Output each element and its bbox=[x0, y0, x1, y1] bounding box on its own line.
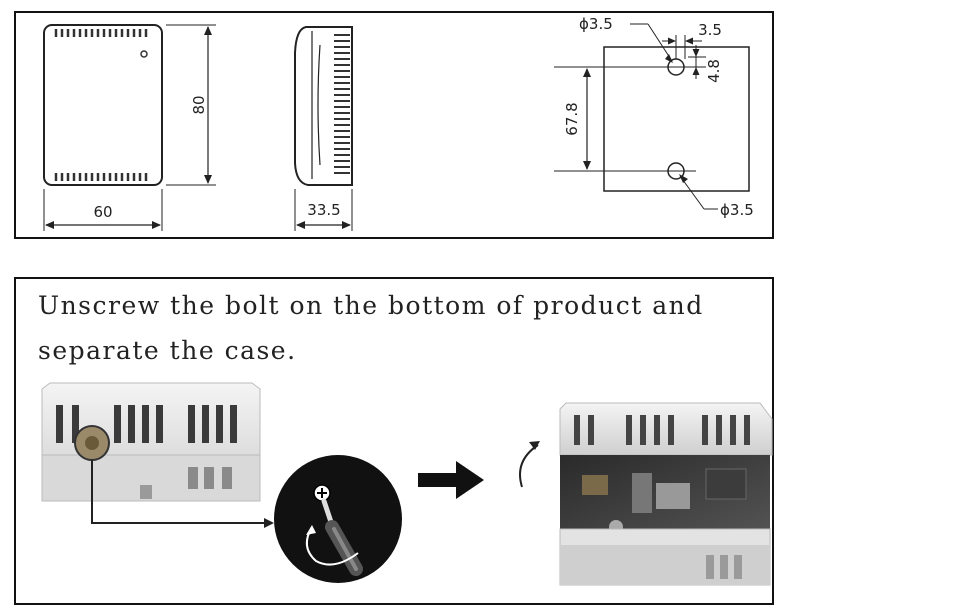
rotate-arrow-icon bbox=[519, 444, 539, 488]
top-vents bbox=[54, 29, 148, 37]
hole-diameter-bottom-label: ϕ3.5 bbox=[720, 201, 754, 219]
hole-offset-x-label: 3.5 bbox=[698, 21, 722, 39]
closed-device-image bbox=[41, 382, 274, 528]
instruction-panel: Unscrew the bolt on the bottom of produc… bbox=[14, 277, 774, 605]
disassembly-illustration bbox=[41, 382, 773, 586]
side-depth-label: 33.5 bbox=[307, 201, 340, 219]
dimension-drawing-panel: 80 60 bbox=[14, 11, 774, 239]
front-width-label: 60 bbox=[93, 203, 112, 221]
hole-diameter-top-label: ϕ3.5 bbox=[579, 15, 613, 33]
mounting-hole-view: 67.8 3.5 4.8 ϕ3.5 ϕ3.5 bbox=[554, 15, 754, 219]
led-indicator bbox=[140, 50, 148, 58]
right-arrow-icon bbox=[418, 461, 484, 499]
dimension-drawing: 80 60 bbox=[43, 15, 754, 231]
hole-offset-y-label: 4.8 bbox=[705, 59, 723, 83]
opened-device-image bbox=[559, 402, 773, 586]
front-height-label: 80 bbox=[190, 95, 208, 114]
screwdriver-icon bbox=[321, 498, 363, 576]
instruction-text: Unscrew the bolt on the bottom of produc… bbox=[38, 291, 704, 365]
hole-spacing-label: 67.8 bbox=[563, 102, 581, 135]
rotate-arrow-icon bbox=[305, 526, 359, 566]
front-view: 80 60 bbox=[43, 24, 216, 231]
side-view: 33.5 bbox=[294, 26, 353, 231]
bottom-vents bbox=[54, 173, 148, 181]
screwdriver-zoom bbox=[274, 455, 402, 583]
